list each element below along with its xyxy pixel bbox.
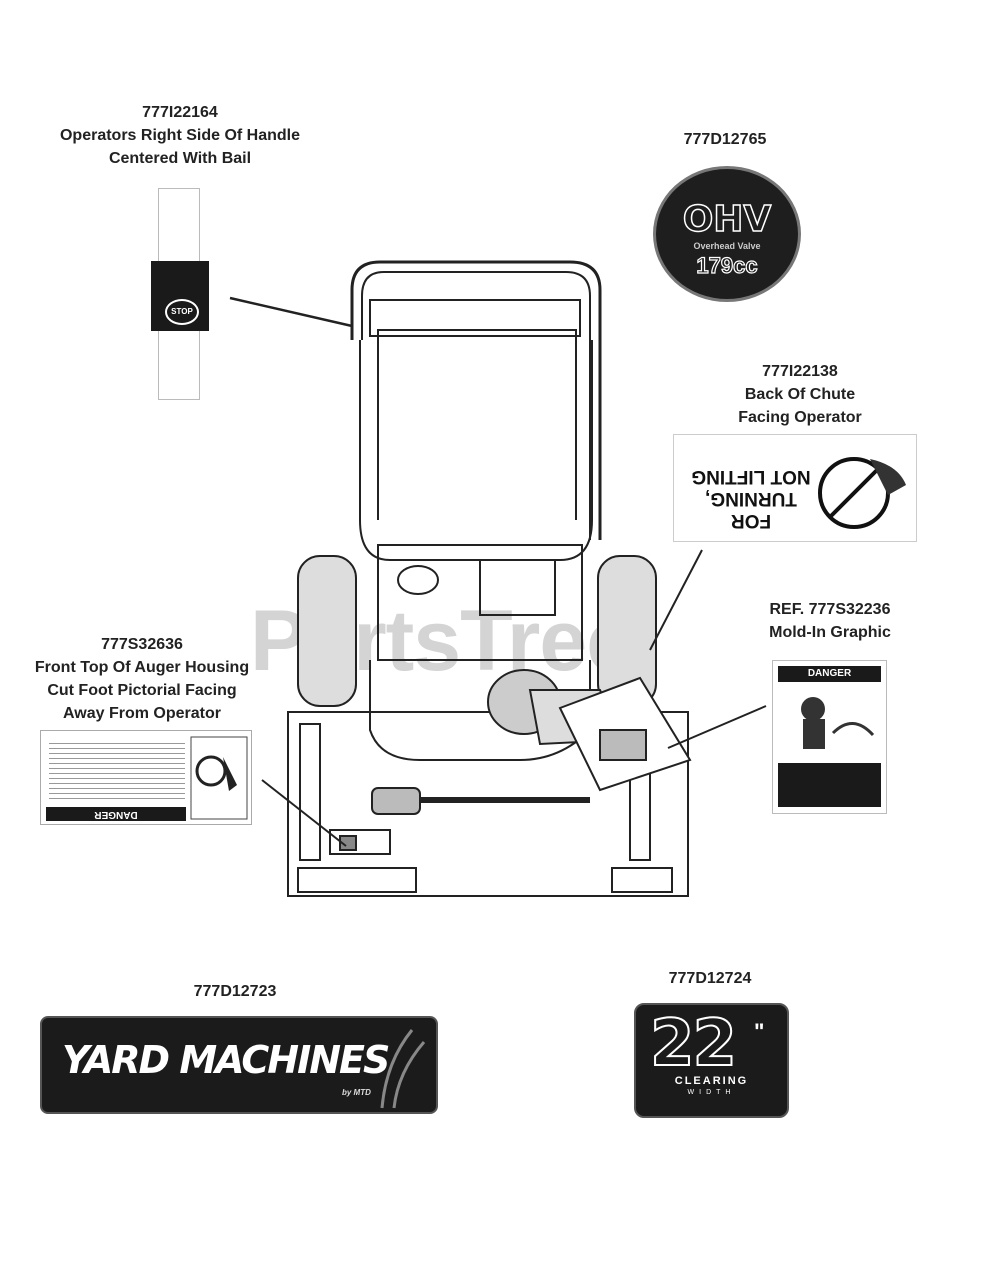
label-handle: 777I22164 Operators Right Side Of Handle… (30, 101, 330, 170)
warning-pictogram-icon (801, 697, 875, 749)
chute-decal: FOR TURNING, NOT LIFTING (673, 434, 917, 542)
stop-panel: STOP (151, 261, 209, 331)
yard-machines-decal: YARD MACHINES by MTD (40, 1016, 438, 1114)
label-chute: 777I22138 Back Of Chute Facing Operator (700, 360, 900, 429)
label-handle-loc1: Operators Right Side Of Handle (59, 127, 301, 144)
danger-header: DANGER (778, 666, 881, 682)
label-clearing-width: 777D12724 (620, 967, 800, 990)
label-chute-loc1: Back Of Chute (744, 386, 856, 403)
cut-foot-icon (190, 736, 248, 820)
width-unit: " (754, 1019, 765, 1044)
width-number: 22 (649, 1006, 738, 1082)
label-ym-part: 777D12723 (193, 983, 277, 1000)
stop-icon: STOP (165, 299, 199, 325)
label-mold-loc: Mold-In Graphic (769, 624, 891, 641)
danger-decal-auger: DANGER (40, 730, 252, 825)
no-hand-icon (818, 457, 906, 529)
label-mold-part: REF. 777S32236 (769, 601, 891, 618)
ohv-subtitle: Overhead Valve (693, 241, 761, 251)
ohv-displacement: 179cc (696, 252, 758, 278)
danger-header-auger: DANGER (46, 807, 186, 821)
label-auger-loc1: Front Top Of Auger Housing (34, 659, 250, 676)
danger-decal-mold: DANGER (772, 660, 887, 814)
label-auger-loc2: Cut Foot Pictorial Facing (47, 682, 237, 699)
clearing-word: CLEARING (674, 1075, 749, 1087)
label-handle-loc2: Centered With Bail (108, 150, 252, 167)
label-yard-machines: 777D12723 (140, 980, 330, 1003)
label-handle-part: 777I22164 (142, 104, 218, 121)
ohv-decal: OHV Overhead Valve 179cc (653, 166, 801, 302)
label-clearing-part: 777D12724 (668, 970, 752, 987)
danger-text-block (778, 763, 881, 807)
label-chute-loc2: Facing Operator (738, 409, 862, 426)
grass-icon (380, 1029, 426, 1109)
brand-sub: by MTD (342, 1088, 371, 1097)
label-ohv: 777D12765 (640, 128, 810, 151)
handle-control-decal: STOP (151, 188, 209, 400)
brand-logo: YARD MACHINES (62, 1038, 390, 1082)
label-chute-part: 777I22138 (762, 363, 838, 380)
width-word: WIDTH (687, 1089, 736, 1096)
label-auger-part: 777S32636 (101, 636, 183, 653)
label-ohv-part: 777D12765 (683, 131, 767, 148)
auger-text-block (49, 739, 185, 801)
clearing-width-decal: 22 " CLEARING WIDTH (634, 1003, 789, 1118)
ohv-title: OHV (682, 198, 772, 241)
label-auger: 777S32636 Front Top Of Auger Housing Cut… (0, 633, 284, 725)
label-mold: REF. 777S32236 Mold-In Graphic (740, 598, 920, 644)
label-auger-loc3: Away From Operator (63, 705, 221, 722)
